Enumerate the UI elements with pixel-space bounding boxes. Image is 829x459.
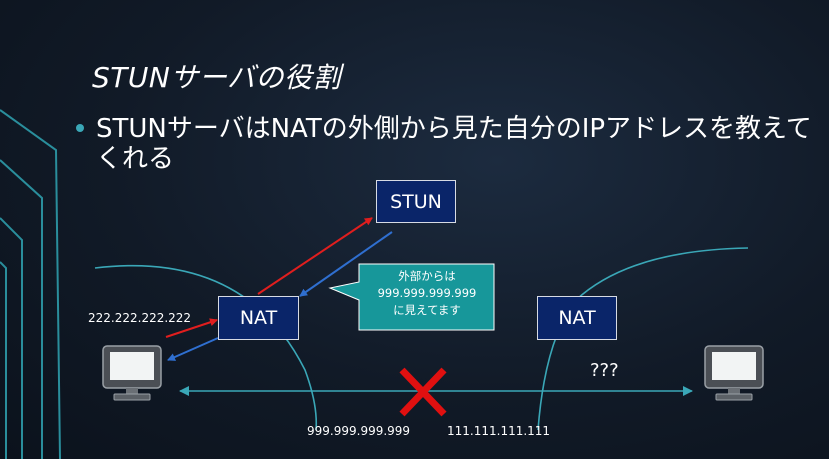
bullet-marker bbox=[76, 124, 84, 132]
blocked-cross-icon bbox=[399, 367, 447, 417]
slide-title: STUNサーバの役割 bbox=[92, 61, 342, 94]
stun-server-node: STUN bbox=[376, 180, 456, 223]
arrow-stun-to-nat bbox=[299, 231, 393, 297]
right-computer-icon bbox=[704, 345, 764, 401]
left-computer-icon bbox=[102, 345, 162, 401]
bullet-text: STUNサーバはNATの外側から見た自分のIPアドレスを教えてくれる bbox=[96, 114, 812, 174]
nat-left-node: NAT bbox=[218, 296, 299, 340]
callout-line-2: 999.999.999.999 bbox=[377, 286, 477, 300]
arrow-nat-to-stun bbox=[257, 217, 373, 295]
decorative-left-lines bbox=[0, 109, 61, 459]
callout-line-1: 外部からは bbox=[398, 269, 456, 283]
ip-local-label: 222.222.222.222 bbox=[88, 311, 192, 325]
nat-right-label: NAT bbox=[558, 307, 596, 329]
ip-left-public-label: 999.999.999.999 bbox=[307, 424, 411, 438]
arrow-pc-to-nat bbox=[165, 318, 218, 338]
arrow-nat-to-pc bbox=[167, 337, 219, 361]
callout-line-3: に見えてます bbox=[393, 303, 461, 317]
nat-left-label: NAT bbox=[239, 307, 278, 329]
unknown-address-label: ??? bbox=[590, 360, 619, 381]
nat-right-node: NAT bbox=[537, 296, 617, 340]
callout-text: 外部からは 999.999.999.999 に見えてます bbox=[366, 268, 488, 319]
stun-server-label: STUN bbox=[390, 190, 442, 213]
callout-bubble bbox=[328, 263, 495, 331]
ip-right-public-label: 111.111.111.111 bbox=[447, 424, 551, 438]
